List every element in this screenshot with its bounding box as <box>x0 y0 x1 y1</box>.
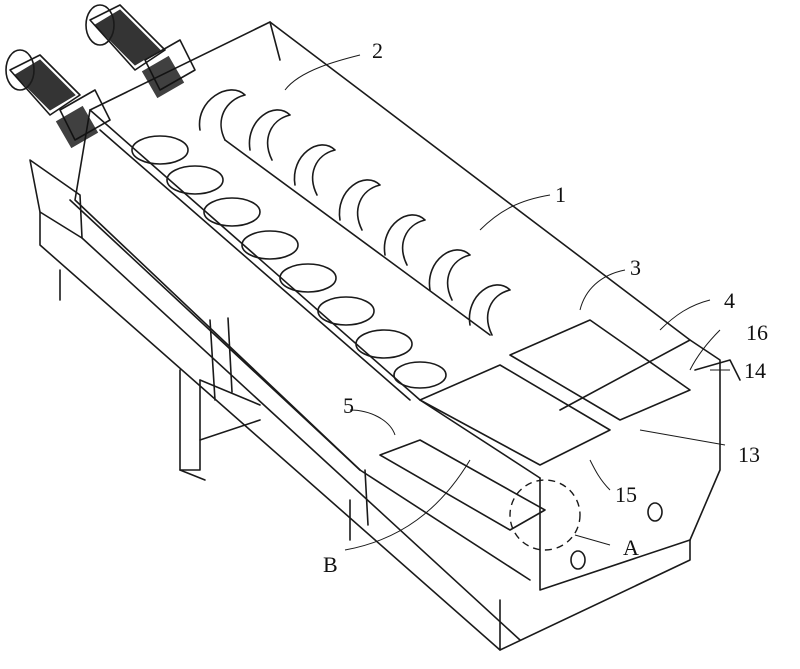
discharge-box <box>539 339 741 591</box>
label-a: A <box>623 535 639 560</box>
label-13: 13 <box>738 442 760 467</box>
label-5: 5 <box>343 393 354 418</box>
screen-plate-upper <box>509 319 691 421</box>
label-3: 3 <box>630 255 641 280</box>
label-1: 1 <box>555 182 566 207</box>
detail-circle-a <box>509 479 581 551</box>
label-15: 15 <box>615 482 637 507</box>
label-2: 2 <box>372 38 383 63</box>
screen-plate-lower <box>379 439 546 531</box>
support-frame <box>29 159 691 651</box>
screw-conveyor <box>131 89 511 389</box>
screen-plate-middle <box>419 364 611 466</box>
leader-lines <box>284 54 730 551</box>
label-16: 16 <box>746 320 768 345</box>
motor-left <box>5 49 111 149</box>
label-b: B <box>323 552 338 577</box>
motor-right <box>85 4 196 99</box>
trough-body <box>69 21 691 581</box>
label-4: 4 <box>724 288 735 313</box>
label-14: 14 <box>744 358 766 383</box>
